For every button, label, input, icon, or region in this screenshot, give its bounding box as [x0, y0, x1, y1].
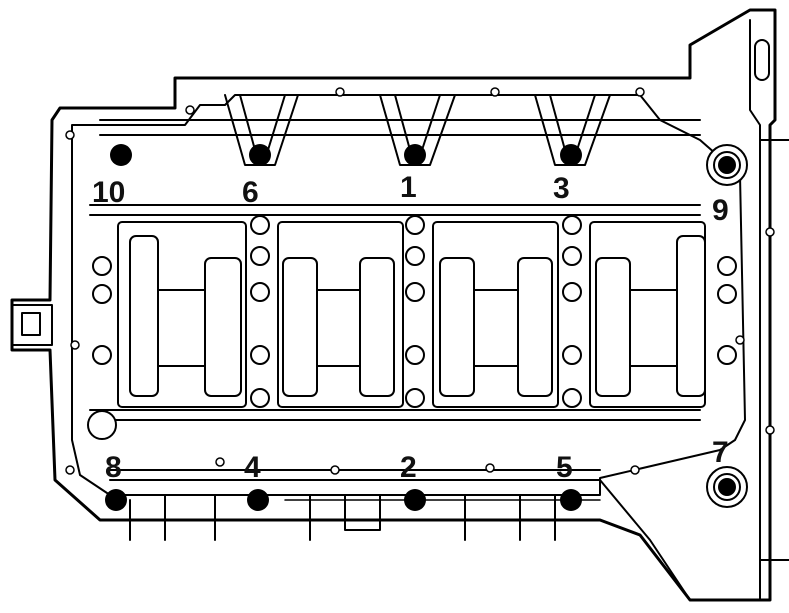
left-tab-inner — [21, 312, 41, 336]
bolt-4-dot — [247, 489, 269, 511]
top-rib-lines — [99, 119, 701, 136]
lower-lips — [129, 494, 601, 541]
bottom-rib-lines — [109, 469, 601, 481]
bolt-6-dot — [249, 144, 271, 166]
small-locating-holes — [65, 87, 775, 475]
label-6: 6 — [242, 176, 259, 209]
bolt-8-dot — [105, 489, 127, 511]
right-flange-lines — [759, 139, 789, 561]
gasket-outline — [71, 94, 746, 496]
bolt-10-dot — [110, 144, 132, 166]
right-slot — [754, 39, 770, 81]
label-4: 4 — [244, 451, 261, 484]
label-1: 1 — [400, 171, 417, 204]
lower-right-edge — [599, 479, 691, 601]
label-3: 3 — [553, 172, 570, 205]
left-tab — [11, 304, 53, 346]
lower-bearing-line — [89, 409, 701, 421]
bolt-5-dot — [560, 489, 582, 511]
label-2: 2 — [400, 451, 417, 484]
bolt-3-dot — [560, 144, 582, 166]
label-8: 8 — [105, 451, 122, 484]
bolt-7-dot — [718, 478, 736, 496]
lower-left-edge — [54, 479, 101, 521]
housing-right-rim — [749, 19, 761, 601]
label-7: 7 — [712, 436, 729, 469]
bolt-9-dot — [718, 156, 736, 174]
highlighted-bolts — [105, 144, 736, 511]
bolt-1-dot — [404, 144, 426, 166]
upper-bearing-line — [89, 204, 701, 216]
crank-journals — [129, 235, 706, 397]
label-5: 5 — [556, 451, 573, 484]
bolt-2-dot — [404, 489, 426, 511]
label-9: 9 — [712, 194, 729, 227]
sequence-labels: 10 6 1 3 9 8 4 2 5 7 — [92, 171, 729, 484]
label-10: 10 — [92, 176, 125, 209]
web-column-holes — [87, 215, 737, 440]
